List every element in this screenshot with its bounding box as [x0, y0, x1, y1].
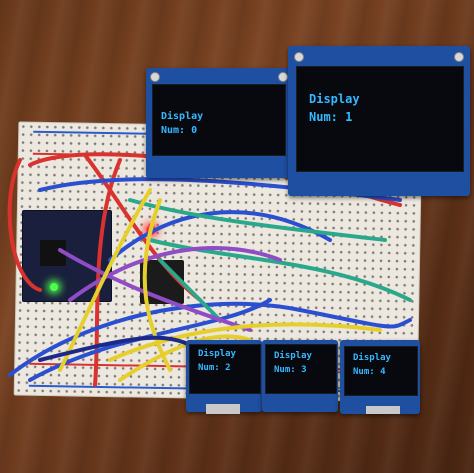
ribbon-cable	[366, 406, 400, 414]
wire-teal	[128, 198, 387, 242]
oled-line-1: Display	[198, 349, 236, 359]
wire-darkblue	[38, 335, 192, 362]
oled-line-1: Display	[353, 353, 391, 363]
oled-line-2: Num: 3	[274, 365, 307, 375]
oled-line-2: Num: 4	[353, 367, 386, 377]
oled-line-2: Num: 2	[198, 363, 231, 373]
oled-display-0: Display Num: 0	[146, 68, 292, 178]
wire-purple	[58, 248, 252, 332]
wire-yellow	[108, 322, 382, 362]
oled-display-4: Display Num: 4	[340, 340, 420, 414]
oled-line-1: Display	[161, 111, 204, 122]
ribbon-cable	[206, 404, 240, 414]
wire-teal	[148, 238, 412, 302]
oled-screen: Display Num: 4	[344, 346, 418, 396]
oled-screen: Display Num: 2	[189, 344, 261, 394]
wire-red	[7, 158, 42, 292]
wire-blue	[108, 210, 332, 262]
oled-display-2: Display Num: 2	[186, 340, 262, 414]
power-led	[50, 283, 58, 291]
oled-screen: Display Num: 0	[152, 84, 286, 156]
wire-yellow	[142, 198, 172, 372]
mount-hole	[278, 72, 288, 82]
mount-hole	[294, 52, 304, 62]
oled-display-3: Display Num: 3	[262, 340, 338, 412]
oled-line-2: Num: 0	[161, 125, 198, 136]
mount-hole	[150, 72, 160, 82]
mount-hole	[454, 52, 464, 62]
oled-display-1: Display Num: 1	[288, 46, 470, 196]
oled-line-2: Num: 1	[309, 110, 353, 124]
oled-screen: Display Num: 1	[296, 66, 464, 172]
wire-purple	[68, 246, 282, 302]
oled-line-1: Display	[309, 92, 360, 106]
oled-line-1: Display	[274, 351, 312, 361]
oled-screen: Display Num: 3	[265, 344, 337, 394]
